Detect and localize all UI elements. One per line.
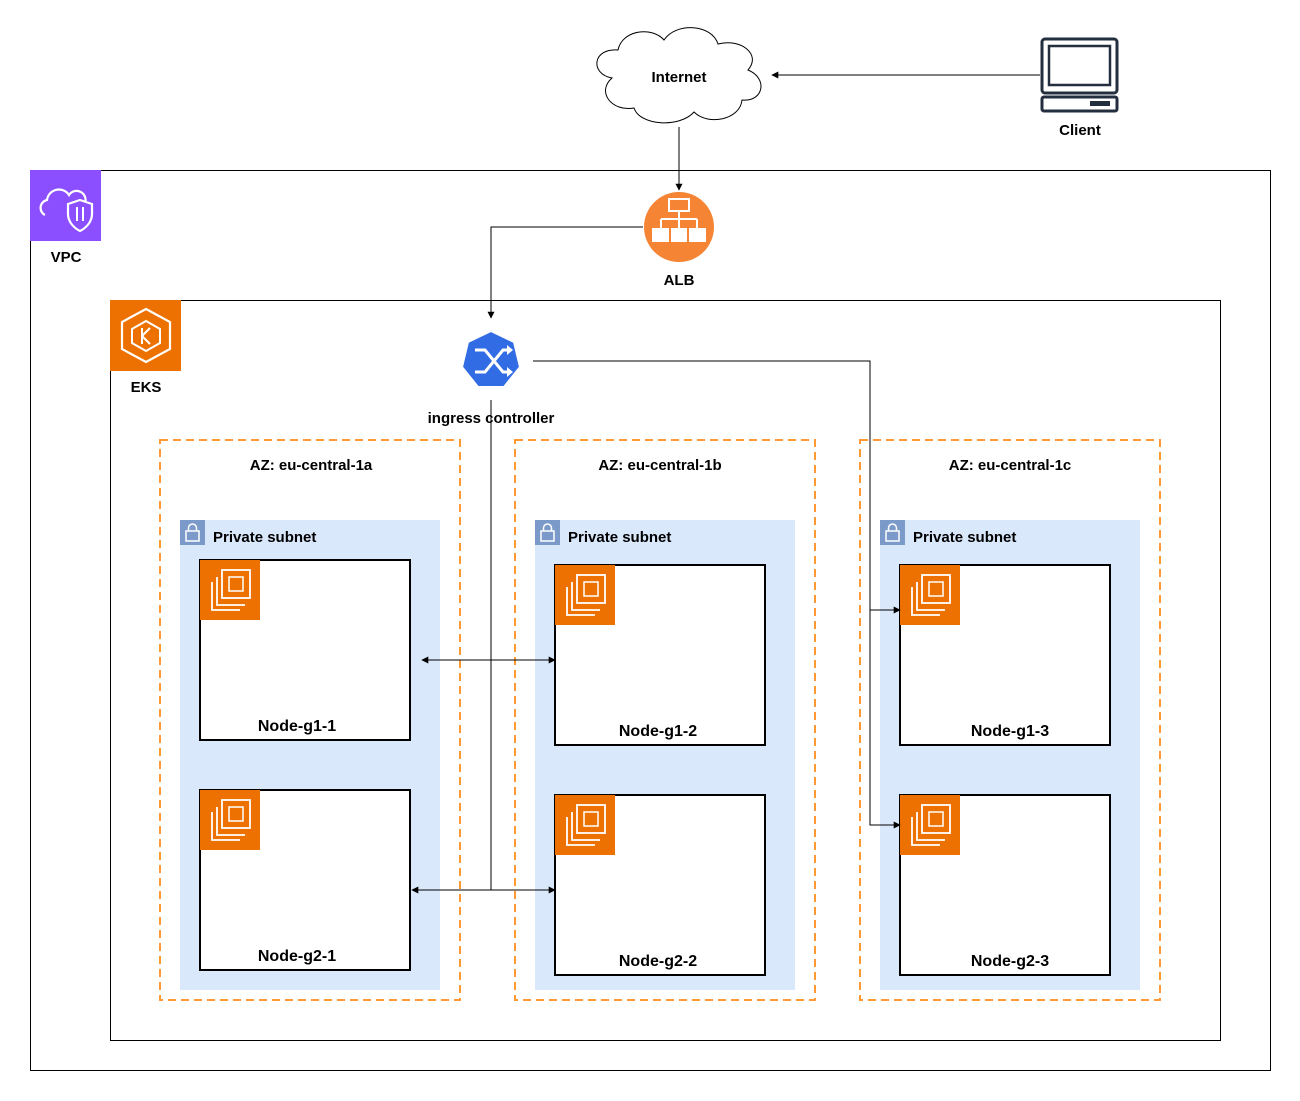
- ec2-instance-icon: [900, 795, 960, 855]
- load-balancer-icon: [644, 192, 714, 262]
- node-label: Node-g2-1: [258, 948, 336, 965]
- node-label: Node-g2-2: [619, 953, 697, 970]
- alb-to-ingress-arrow: [487, 226, 643, 319]
- node-label: Node-g1-3: [971, 723, 1049, 740]
- ingress-controller-label: ingress controller: [428, 410, 555, 427]
- alb-label: ALB: [664, 272, 695, 289]
- internet-label: Internet: [651, 69, 706, 86]
- lock-icon: [880, 520, 905, 545]
- node-g1-3: Node-g1-3: [899, 564, 1111, 746]
- eks-container: [110, 300, 1221, 1041]
- ec2-instance-icon: [555, 565, 615, 625]
- node-label: Node-g1-1: [258, 718, 336, 735]
- node-label: Node-g2-3: [971, 953, 1049, 970]
- subnet-1b-label: Private subnet: [568, 529, 671, 546]
- node-label: Node-g1-2: [619, 723, 697, 740]
- ec2-instance-icon: [200, 790, 260, 850]
- node-g2-2: Node-g2-2: [554, 794, 766, 976]
- vpc-container: [30, 170, 1271, 1071]
- lock-icon: [180, 520, 205, 545]
- node-g2-1: Node-g2-1: [199, 789, 411, 971]
- ingress-controller-icon: [460, 329, 522, 388]
- subnet-1c-label: Private subnet: [913, 529, 1016, 546]
- eks-icon: [110, 300, 181, 371]
- az-1a-label: AZ: eu-central-1a: [250, 457, 373, 474]
- eks-label: EKS: [131, 379, 162, 396]
- ec2-instance-icon: [200, 560, 260, 620]
- client-label: Client: [1059, 122, 1101, 139]
- az-1b-box: [514, 439, 816, 1001]
- lock-icon: [535, 520, 560, 545]
- ec2-instance-icon: [900, 565, 960, 625]
- vpc-icon: [30, 170, 101, 241]
- node-g1-2: Node-g1-2: [554, 564, 766, 746]
- client-computer-icon: [1040, 37, 1119, 113]
- ingress-to-az-1c-arrow: [533, 360, 901, 614]
- subnet-1a-label: Private subnet: [213, 529, 316, 546]
- ingress-to-node-g2-3-arrow: [869, 610, 901, 829]
- az-1b-label: AZ: eu-central-1b: [598, 457, 721, 474]
- vpc-label: VPC: [51, 249, 82, 266]
- cloud-icon: [596, 27, 762, 124]
- node-g2-3: Node-g2-3: [899, 794, 1111, 976]
- az-1c-box: [859, 439, 1161, 1001]
- node-g1-1: Node-g1-1: [199, 559, 411, 741]
- ec2-instance-icon: [555, 795, 615, 855]
- az-1c-label: AZ: eu-central-1c: [949, 457, 1072, 474]
- az-1a-box: [159, 439, 461, 1001]
